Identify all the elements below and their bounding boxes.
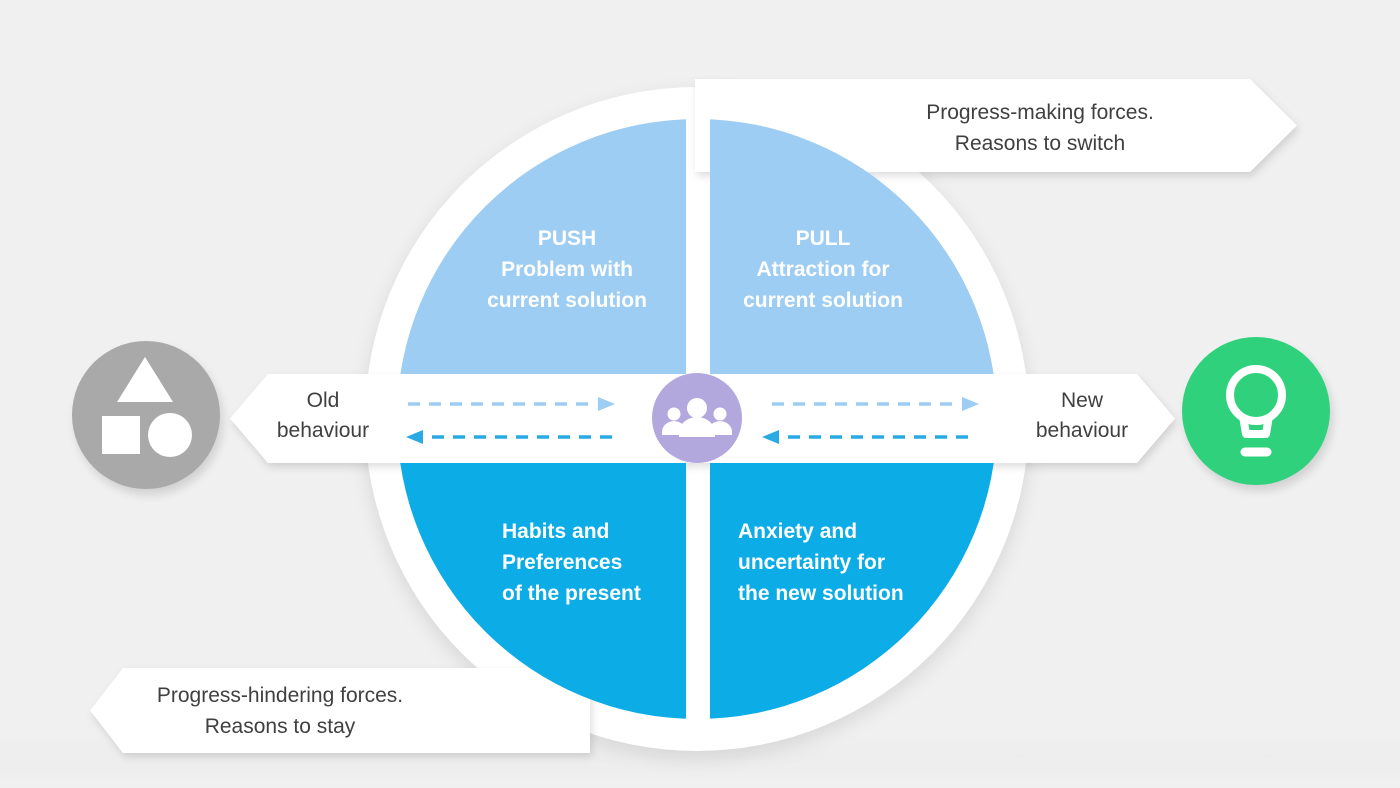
habits-line-2: Preferences xyxy=(502,551,623,574)
pull-line-1: PULL xyxy=(795,227,851,250)
progress-hindering-line-1: Progress-hindering forces. xyxy=(156,684,404,707)
center-people-circle xyxy=(652,373,742,463)
quadrant-push-label: PUSH Problem with current solution xyxy=(447,223,687,316)
progress-making-banner-label: Progress-making forces. Reasons to switc… xyxy=(890,97,1190,159)
habits-line-3: of the present xyxy=(502,582,641,605)
progress-making-line-2: Reasons to switch xyxy=(954,132,1126,155)
quadrant-habits xyxy=(397,463,686,719)
old-behaviour-line-2: behaviour xyxy=(276,419,370,442)
new-behaviour-line-2: behaviour xyxy=(1035,419,1129,442)
quadrant-push xyxy=(397,119,686,374)
progress-hindering-banner-label: Progress-hindering forces. Reasons to st… xyxy=(130,680,430,742)
new-behaviour-label: New behaviour xyxy=(1002,386,1162,446)
quadrant-anxiety-label: Anxiety and uncertainty for the new solu… xyxy=(738,516,978,609)
anxiety-line-1: Anxiety and xyxy=(738,520,858,543)
forces-wheel xyxy=(397,119,997,719)
lightbulb-icon xyxy=(1226,365,1286,457)
new-behaviour-circle xyxy=(1182,337,1330,485)
old-behaviour-label: Old behaviour xyxy=(243,386,403,446)
quadrant-anxiety xyxy=(710,463,997,719)
new-behaviour-arrow-band xyxy=(699,374,1175,463)
new-behaviour-line-1: New xyxy=(1060,389,1103,412)
anxiety-line-3: the new solution xyxy=(738,582,904,605)
push-line-2: Problem with xyxy=(501,258,633,281)
pull-line-3: current solution xyxy=(743,289,903,312)
old-behaviour-circle xyxy=(72,341,220,489)
old-behaviour-arrow-band xyxy=(230,374,698,463)
new-behaviour-arrow-shape xyxy=(699,374,1175,463)
progress-making-line-1: Progress-making forces. xyxy=(926,101,1154,124)
push-line-3: current solution xyxy=(487,289,647,312)
quadrant-pull-label: PULL Attraction for current solution xyxy=(703,223,943,316)
old-behaviour-line-1: Old xyxy=(306,389,340,412)
pull-line-2: Attraction for xyxy=(756,258,890,281)
push-line-1: PUSH xyxy=(537,227,597,250)
shapes-icon xyxy=(102,357,192,457)
progress-hindering-line-2: Reasons to stay xyxy=(204,715,356,738)
quadrant-pull xyxy=(710,119,997,374)
old-behaviour-arrow-shape xyxy=(230,374,698,463)
habits-line-1: Habits and xyxy=(502,520,610,543)
people-icon xyxy=(662,398,732,437)
anxiety-line-2: uncertainty for xyxy=(738,551,886,574)
quadrant-habits-label: Habits and Preferences of the present xyxy=(502,516,732,609)
